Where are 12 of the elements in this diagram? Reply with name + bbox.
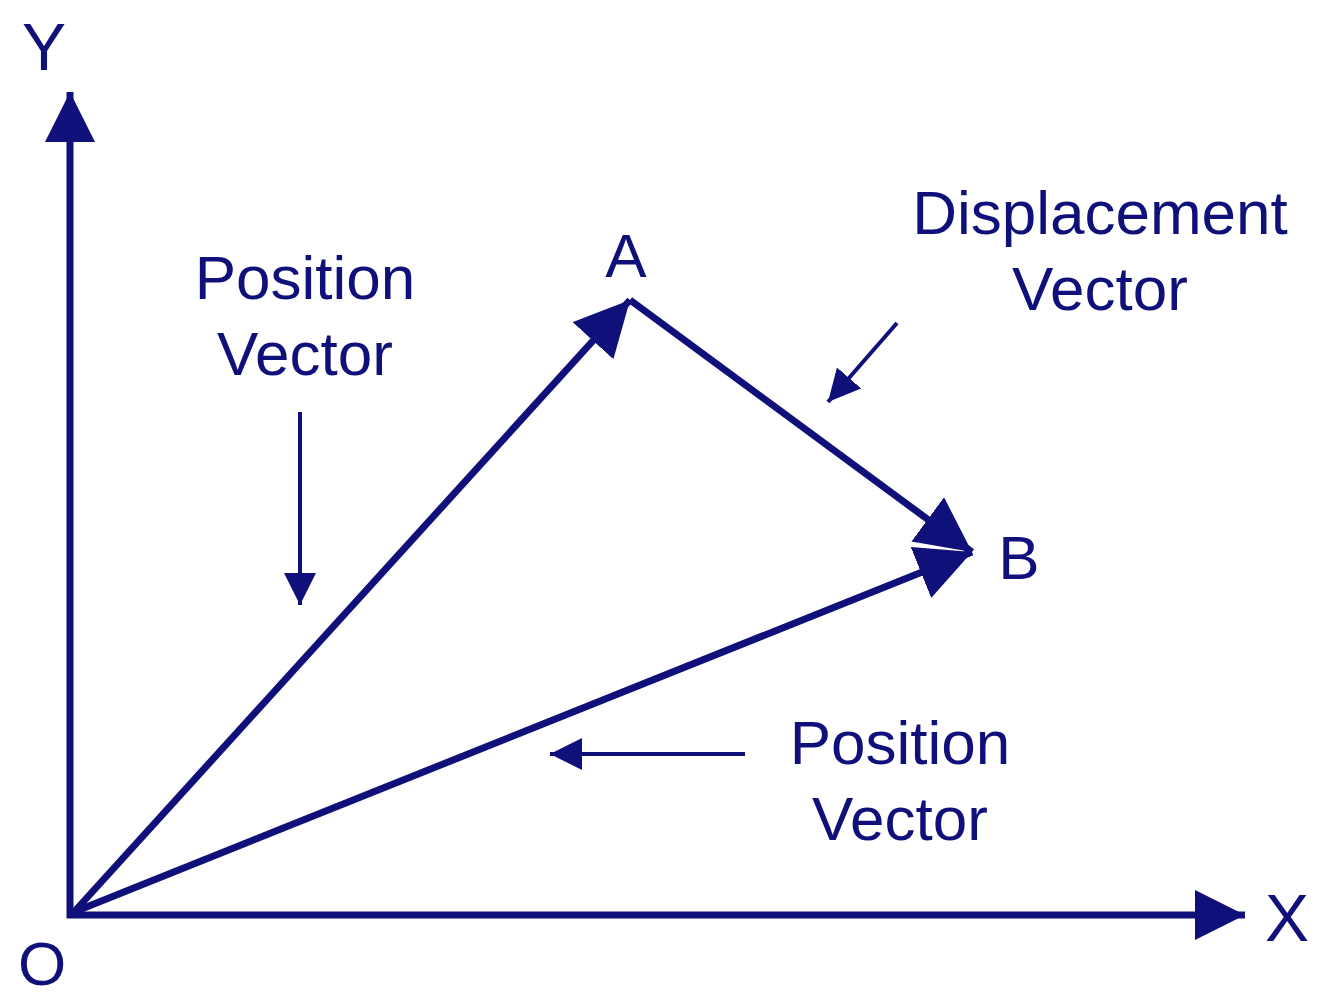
- vector-label: Position Vector: [745, 705, 1035, 865]
- point-label: B: [972, 520, 1052, 594]
- leader-arrow: [284, 412, 316, 605]
- leader-arrow: [550, 738, 745, 770]
- vector-arrow: [71, 297, 633, 915]
- axis-label: X: [1265, 883, 1310, 953]
- leader-arrow: [826, 321, 899, 404]
- axis-label: Y: [22, 12, 67, 82]
- vector-label: Position Vector: [160, 240, 450, 412]
- vector-label: Displacement Vector: [895, 175, 1305, 327]
- point-label: A: [596, 218, 656, 300]
- point-label: O: [10, 912, 74, 1002]
